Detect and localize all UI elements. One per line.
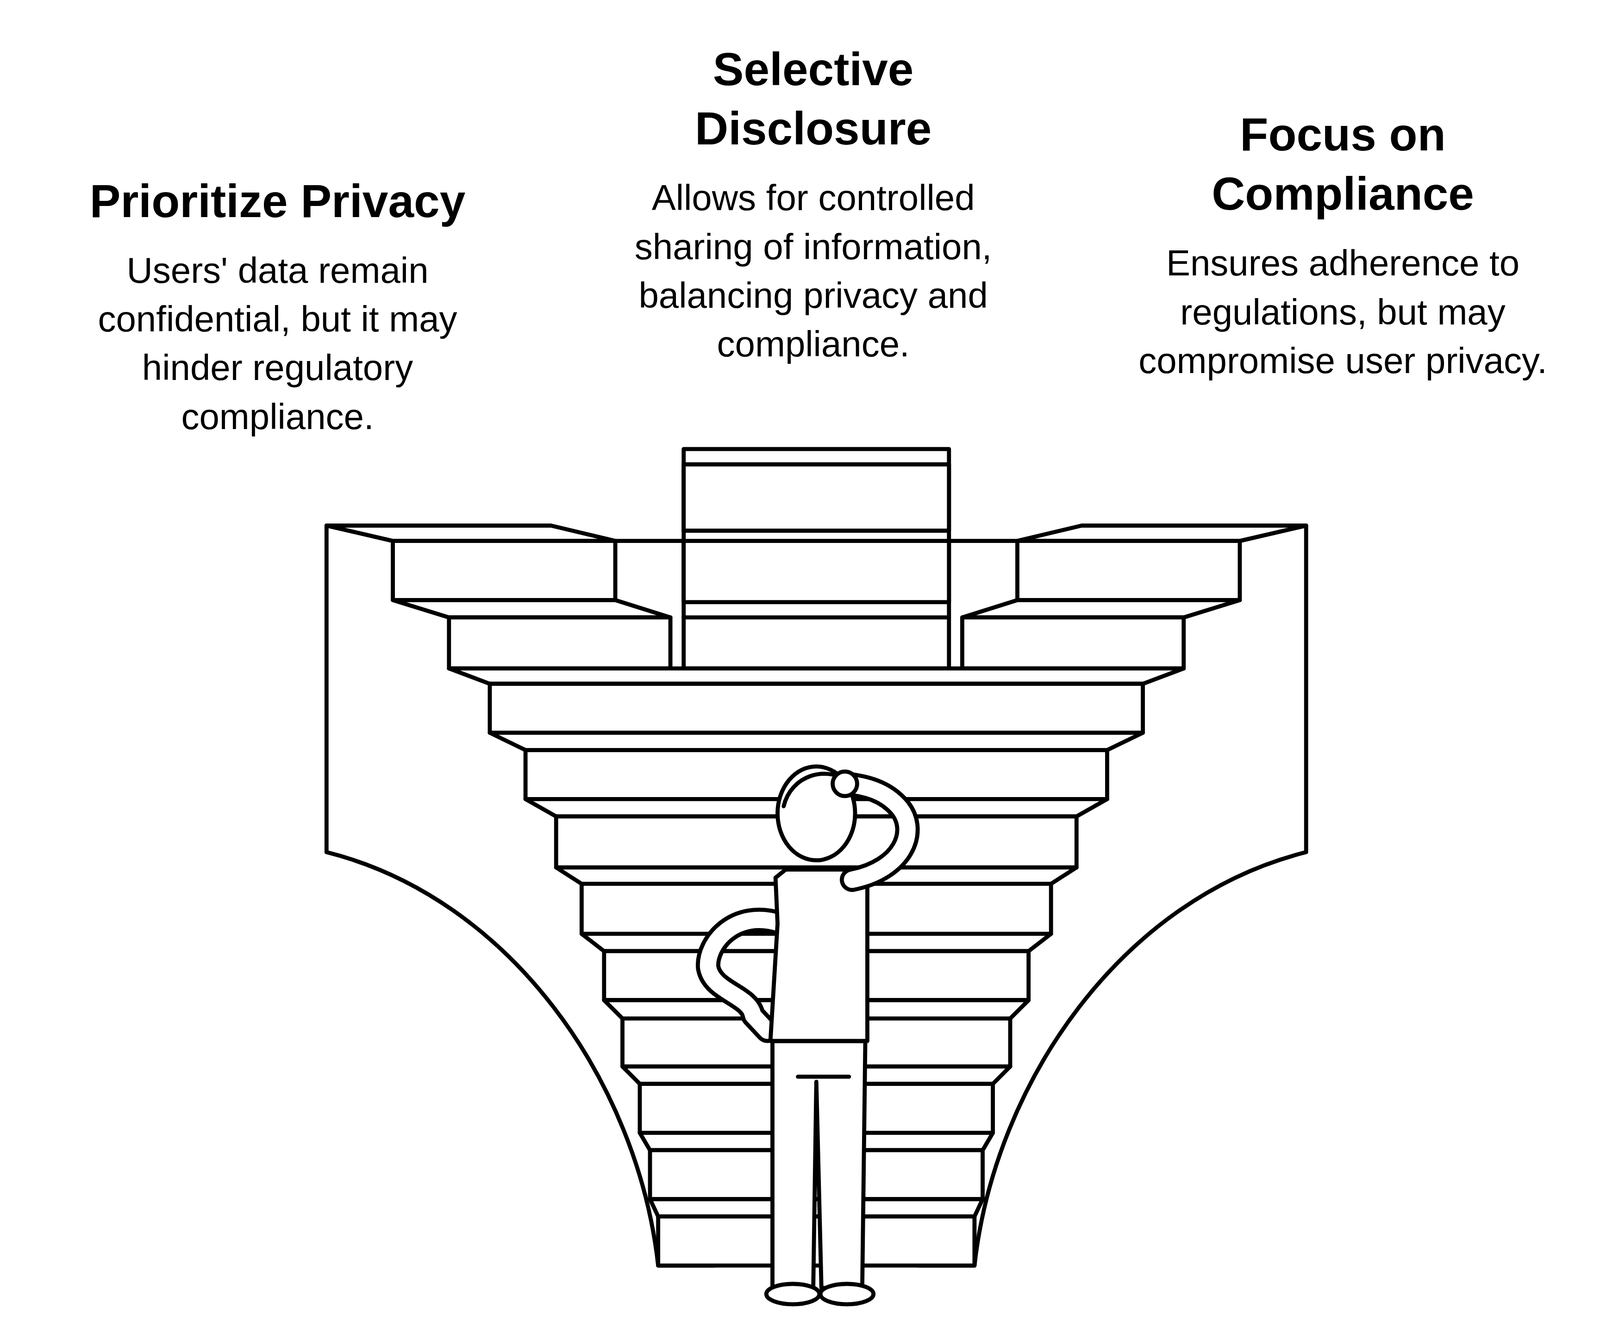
option-description: Users' data remain confidential, but it … [57, 246, 498, 442]
stair-tread [449, 668, 1184, 684]
option-heading: Prioritize Privacy [57, 171, 498, 231]
pillar-band [683, 464, 950, 531]
stair-tread [326, 525, 616, 542]
stair-step [962, 617, 1184, 669]
option-description: Ensures adherence to regulations, but ma… [1133, 238, 1553, 386]
stair-step [393, 541, 616, 601]
option-heading: Focus on Compliance [1133, 104, 1553, 224]
thinking-person [707, 766, 908, 1305]
stair-tread [1017, 525, 1307, 542]
option-heading: Selective Disclosure [593, 39, 1034, 158]
option-description: Allows for controlled sharing of informa… [593, 173, 1034, 369]
pillar-band [683, 541, 950, 603]
stair-step [489, 683, 1144, 733]
stair-tread [489, 732, 1144, 750]
stair-step [449, 617, 671, 669]
option-block: Prioritize PrivacyUsers' data remain con… [53, 168, 503, 444]
stair-tread [962, 600, 1240, 618]
option-block: Focus on ComplianceEnsures adherence to … [1128, 101, 1558, 388]
stair-tread [393, 600, 671, 618]
pillar-band [683, 615, 950, 620]
stair-step [658, 1216, 975, 1266]
stair-step [1017, 541, 1240, 601]
option-block: Selective DisclosureAllows for controlle… [588, 36, 1038, 372]
stair-pillar [683, 449, 950, 669]
